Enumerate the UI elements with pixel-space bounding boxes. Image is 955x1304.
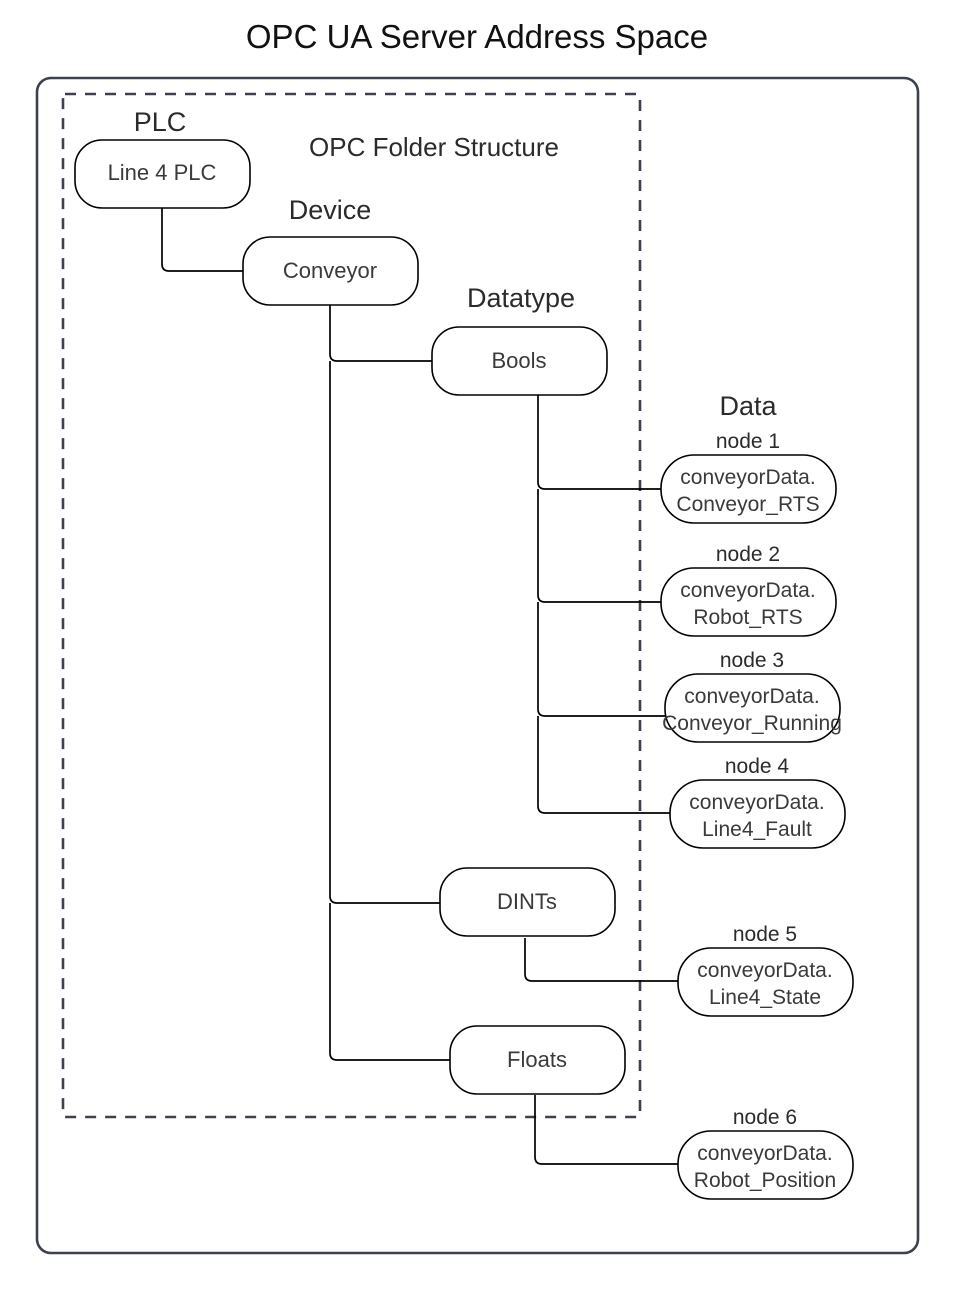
group-label-datatype: Datatype — [467, 283, 575, 313]
data-node-4-caption: node 4 — [725, 755, 790, 778]
edge-dints-to-node5 — [524, 938, 678, 982]
data-node-5-line2: Line4_State — [709, 986, 821, 1009]
edge-bools-to-node2 — [537, 489, 661, 603]
node-conveyor-label: Conveyor — [283, 258, 377, 283]
node-bools[interactable]: Bools — [431, 326, 608, 396]
data-node-3[interactable]: conveyorData. Conveyor_Running — [662, 673, 842, 743]
node-conveyor[interactable]: Conveyor — [242, 236, 419, 306]
edge-floats-to-node6 — [534, 1095, 678, 1165]
group-label-device: Device — [289, 195, 372, 225]
edge-conveyor-to-dints — [329, 361, 440, 904]
data-node-3-caption: node 3 — [720, 649, 784, 672]
data-node-5-line1: conveyorData. — [697, 959, 832, 982]
page-title: OPC UA Server Address Space — [246, 18, 708, 55]
data-node-5[interactable]: conveyorData. Line4_State — [677, 947, 854, 1017]
data-node-1[interactable]: conveyorData. Conveyor_RTS — [660, 454, 837, 524]
node-floats[interactable]: Floats — [449, 1025, 626, 1095]
data-node-2[interactable]: conveyorData. Robot_RTS — [660, 567, 837, 637]
data-node-2-line1: conveyorData. — [680, 579, 815, 602]
edge-bools-to-node3 — [537, 602, 665, 717]
data-node-3-line2: Conveyor_Running — [662, 712, 842, 735]
node-line-4-plc[interactable]: Line 4 PLC — [74, 139, 251, 209]
node-bools-label: Bools — [491, 348, 546, 373]
data-node-1-line1: conveyorData. — [680, 466, 815, 489]
data-node-6[interactable]: conveyorData. Robot_Position — [677, 1130, 854, 1200]
opc-folder-structure-label: OPC Folder Structure — [309, 132, 559, 162]
edge-conveyor-to-bools — [329, 305, 432, 362]
data-node-6-line1: conveyorData. — [697, 1142, 832, 1165]
edge-bools-to-node4 — [537, 716, 670, 814]
data-node-4-line1: conveyorData. — [689, 791, 824, 814]
node-floats-label: Floats — [507, 1047, 567, 1072]
node-line-4-plc-label: Line 4 PLC — [108, 160, 217, 185]
data-node-6-line2: Robot_Position — [694, 1169, 836, 1192]
data-node-2-caption: node 2 — [716, 543, 780, 566]
edge-plc-to-conveyor — [161, 208, 243, 272]
data-node-6-caption: node 6 — [733, 1106, 797, 1129]
data-node-4-line2: Line4_Fault — [702, 818, 812, 841]
group-label-data: Data — [719, 391, 777, 421]
node-dints[interactable]: DINTs — [439, 867, 616, 937]
data-node-4[interactable]: conveyorData. Line4_Fault — [669, 779, 846, 849]
edge-bools-to-node1 — [537, 395, 661, 490]
data-node-1-caption: node 1 — [716, 430, 780, 453]
data-node-5-caption: node 5 — [733, 923, 797, 946]
data-node-1-line2: Conveyor_RTS — [676, 493, 819, 516]
data-node-2-line2: Robot_RTS — [693, 606, 802, 629]
opc-folder-structure-boundary — [61, 92, 642, 1119]
group-label-plc: PLC — [134, 107, 187, 137]
data-node-3-line1: conveyorData. — [684, 685, 819, 708]
node-dints-label: DINTs — [497, 889, 557, 914]
edge-conveyor-to-floats — [329, 903, 450, 1061]
